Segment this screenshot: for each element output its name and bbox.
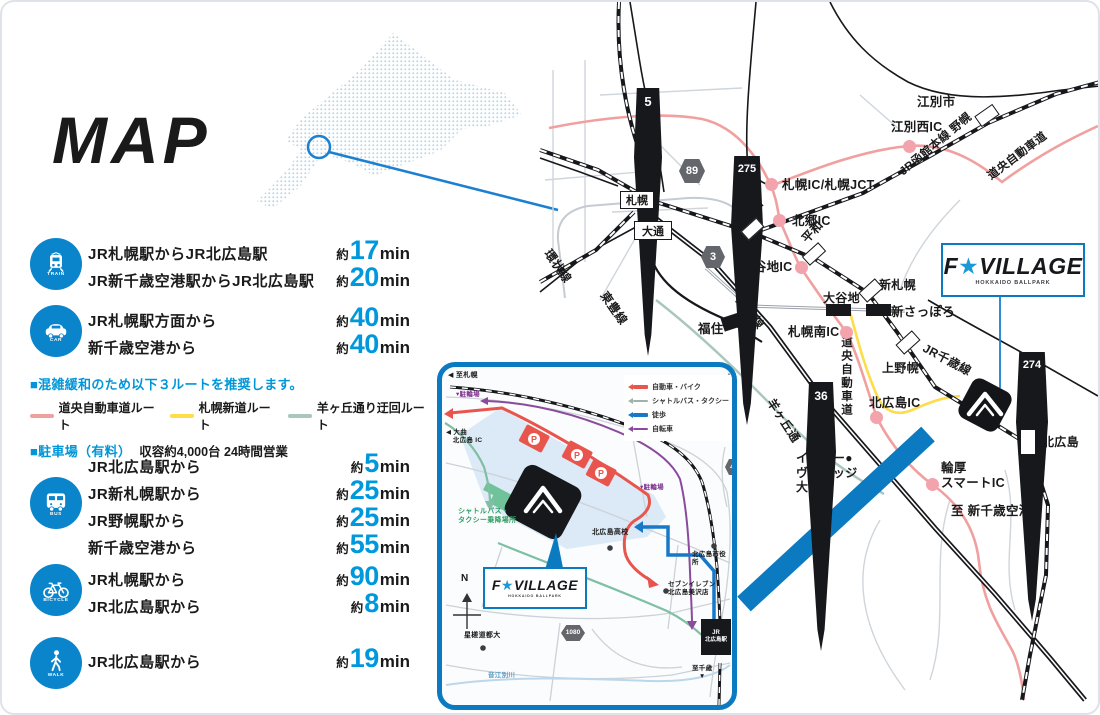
parking-detail: 収容約4,000台 24時間営業 — [139, 445, 288, 459]
access-row-label: JR北広島駅から — [88, 459, 202, 476]
bicycle-route — [486, 400, 693, 624]
parking-note: ■駐車場（有料） 収容約4,000台 24時間営業 — [30, 441, 426, 460]
bus-caption: BUS — [50, 511, 62, 517]
fvillage-logo-box: F★VILLAGE HOKKAIDO BALLPARK — [941, 243, 1085, 297]
kitahiroshima-station-inset: JR 北広島駅 — [701, 619, 731, 655]
fvillage-subtitle: HOKKAIDO BALLPARK — [975, 279, 1051, 286]
location-pointer-line — [328, 150, 559, 212]
inset-legend-row: 自転車 — [628, 422, 732, 436]
access-row-label: JR札幌駅からJR北広島駅 — [88, 246, 268, 263]
inset-legend: 自動車・バイクシャトルバス・タクシー徒歩自転車 — [624, 375, 732, 441]
hokkaido-silhouette — [257, 33, 522, 209]
svg-text:P: P — [598, 469, 604, 479]
place-dots — [480, 543, 717, 651]
access-row-label: JR札幌駅から — [88, 572, 186, 589]
page-title: MAP — [52, 103, 211, 178]
svg-text:P: P — [574, 451, 580, 461]
access-row-label: JR札幌駅方面から — [88, 313, 217, 330]
access-row-label: JR北広島駅から — [88, 599, 202, 616]
star-icon: ★ — [500, 577, 514, 593]
congestion-note: ■混雑緩和のため以下３ルートを推奨します。 — [30, 377, 303, 392]
route-legend-item: 札幌新道ルート — [169, 399, 275, 433]
fvillage-callout-box: F★VILLAGE HOKKAIDO BALLPARK — [483, 567, 587, 609]
inset-connector-band — [737, 426, 935, 612]
route-note-block: ■混雑緩和のため以下３ルートを推奨します。 道央自動車道ルート札幌新道ルート羊ヶ… — [30, 374, 426, 460]
access-row-label: JR野幌駅から — [88, 513, 186, 530]
walk-icon: WALK — [30, 637, 82, 689]
star-icon: ★ — [958, 252, 980, 279]
bus-icon: BUS — [30, 477, 82, 529]
river — [445, 664, 731, 686]
train-icon: TRAIN — [30, 238, 82, 290]
route-legend: 道央自動車道ルート札幌新道ルート羊ヶ丘通り迂回ルート — [30, 399, 426, 433]
inset-legend-row: 自動車・バイク — [628, 380, 732, 394]
stadium-icon — [504, 464, 582, 540]
access-row-label: 新千歳空港から — [88, 540, 197, 557]
inset-railway — [449, 385, 722, 705]
access-row-label: 新千歳空港から — [88, 340, 197, 357]
ballpark-diamond-icon — [958, 378, 1012, 432]
parking-title: ■駐車場（有料） — [30, 444, 132, 459]
hitsujigaoka-road — [655, 299, 885, 496]
inset-roads — [445, 396, 731, 702]
inset-legend-row: 徒歩 — [628, 408, 732, 422]
train-caption: TRAIN — [47, 271, 65, 277]
shuttle-route — [444, 422, 709, 642]
access-row-label: JR新千歳空港駅からJR北広島駅 — [88, 273, 315, 290]
inset-legend-row: シャトルバス・タクシー — [628, 394, 732, 408]
walk-route — [642, 525, 716, 627]
access-row-label: JR北広島駅から — [88, 654, 202, 671]
route-legend-item: 道央自動車道ルート — [30, 399, 157, 433]
inset-map: P P P ◀ 至札幌▲274◀ 大曲 北広島 IC▾駐輪場▾駐輪場シャトルバス… — [437, 362, 737, 710]
callout-pointer — [544, 533, 564, 573]
car-caption: CAR — [49, 337, 63, 343]
bicycle-caption: BICYCLE — [43, 597, 69, 603]
fvillage-logo: F★VILLAGE — [943, 252, 1083, 279]
inset-map-canvas: P P P — [444, 385, 731, 705]
car-icon: CAR — [30, 305, 82, 357]
svg-text:P: P — [531, 435, 537, 445]
access-row-label: JR新札幌駅から — [88, 486, 202, 503]
location-circle — [306, 134, 332, 160]
route-legend-item: 羊ヶ丘通り迂回ルート — [288, 399, 426, 433]
sapporo-shindo-road — [848, 311, 961, 414]
national-roads — [539, 1, 1100, 397]
parking-lots: P P P — [519, 424, 617, 487]
compass — [453, 601, 481, 629]
walk-caption: WALK — [47, 672, 65, 678]
city-roads — [544, 60, 1016, 691]
bicycle-icon: BICYCLE — [30, 564, 82, 616]
